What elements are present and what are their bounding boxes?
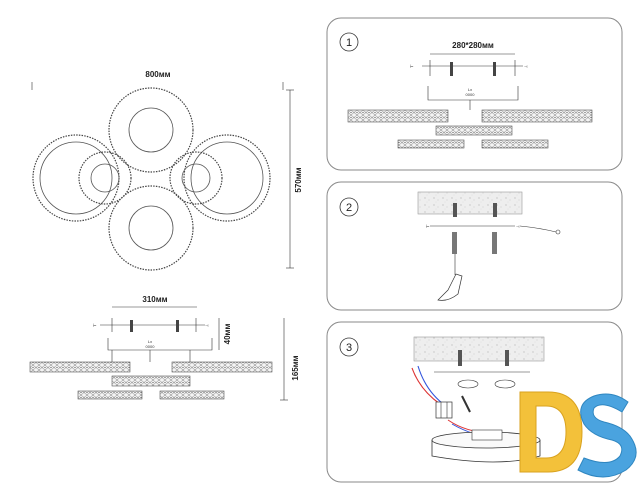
plate-size-label: 280*280мм [452,41,494,50]
screwdriver-hand-icon [437,273,463,301]
dowel-left [452,232,457,254]
svg-text:Lx: Lx [468,87,472,92]
total-height-label: 165мм [291,355,300,380]
dowel-right [492,232,497,254]
svg-text:1: 1 [346,37,352,49]
svg-text:0000: 0000 [466,92,476,97]
ring-top [108,87,194,173]
ceiling-block-step3 [413,336,545,362]
ds-logo [519,391,637,478]
crystal-bar-upper-left [29,361,131,373]
logo-letter-s [577,393,637,478]
ring-inner-left [78,151,132,205]
ring-inner-right [169,151,223,205]
ring-left [32,134,120,222]
canopy-step1 [427,86,519,101]
crystal-bar-lower-right [159,390,225,400]
width-dimension-label: 800мм [145,70,170,79]
svg-text:2: 2 [346,202,352,214]
svg-text:⊣: ⊣ [516,224,520,229]
svg-text:⊣: ⊣ [524,64,528,69]
height-dimension-label: 570мм [294,167,303,192]
logo-letter-d [519,391,583,473]
step-panel-3: 3 [326,321,623,483]
wire-red [411,367,441,405]
crystal-bar-upper-right [171,361,273,373]
ring-bottom [108,185,194,271]
step-badge-1 [339,32,359,52]
ceiling-block-step2 [417,191,523,215]
screwdriver-icon [461,395,471,413]
svg-text:⊣: ⊣ [205,323,209,328]
step-panel-1: 1 280*280мм ⊢ ⊣ Lx 0000 [326,17,623,171]
svg-text:⊢: ⊢ [410,64,414,69]
svg-text:3: 3 [346,342,352,354]
terminal-block-label: 0000 [146,344,156,349]
ring-right [183,134,271,222]
svg-text:⊢: ⊢ [426,224,430,229]
top-view-drawing: 800мм 570мм [31,70,303,271]
side-view-drawing: 310мм ⊢ ⊣ Lx 0000 40мм 165мм [29,295,300,401]
canopy [107,338,213,351]
step-badge-2 [339,197,359,217]
step-badge-3 [339,337,359,357]
terminal-block [435,401,453,419]
crystal-bar-lower-left [77,390,143,400]
step-panel-2: 2 ⊢ ⊣ [326,181,623,311]
svg-text:Lx: Lx [148,339,152,344]
base-width-label: 310мм [142,295,167,304]
crystal-bar-middle [111,375,191,387]
svg-text:⊢: ⊢ [93,323,97,328]
base-height-label: 40мм [223,324,232,345]
